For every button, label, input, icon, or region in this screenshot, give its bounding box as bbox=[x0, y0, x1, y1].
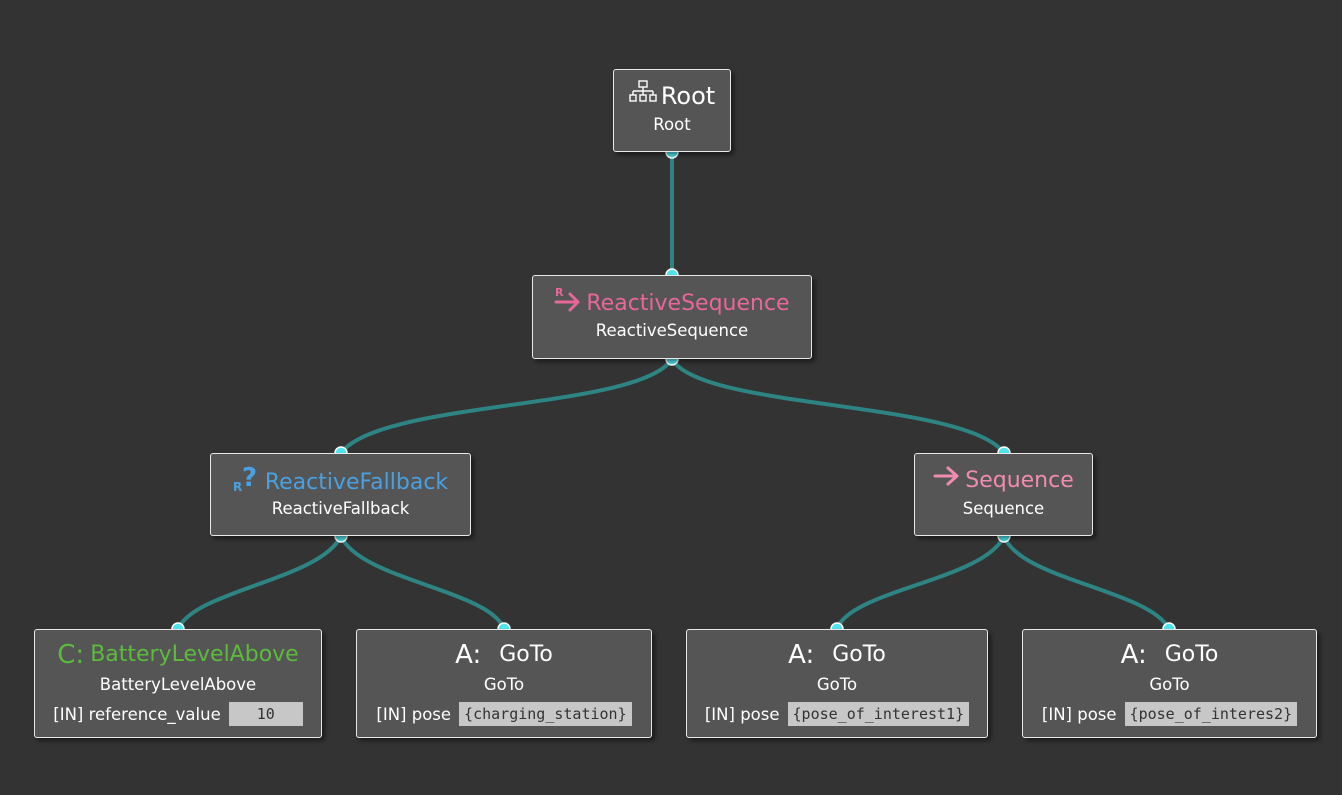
port-value-input[interactable]: {charging_station} bbox=[459, 702, 632, 726]
reactive-sequence-icon: R bbox=[554, 286, 582, 321]
action-prefix: A: bbox=[455, 640, 482, 670]
node-goto-2-subtitle: GoTo bbox=[816, 675, 858, 694]
port-value-input[interactable]: 10 bbox=[228, 702, 303, 726]
edge-reactivefallback-goto1 bbox=[339, 535, 506, 630]
port-value-input[interactable]: {pose_of_interes2} bbox=[1124, 702, 1298, 726]
edge-sequence-goto2 bbox=[835, 535, 1006, 630]
node-reactive-fallback-title-row: ? R ReactiveFallback bbox=[211, 463, 470, 501]
node-sequence[interactable]: Sequence Sequence bbox=[914, 453, 1093, 536]
port-label: [IN] pose bbox=[1041, 704, 1117, 724]
node-goto-1[interactable]: A: GoTo GoTo [IN] pose {charging_station… bbox=[356, 629, 652, 738]
node-goto-2-title-row: A: GoTo bbox=[687, 640, 987, 670]
svg-text:R: R bbox=[233, 480, 242, 492]
node-root-title: Root bbox=[660, 81, 716, 110]
edge-reactivefallback-battery bbox=[176, 535, 343, 630]
node-goto-1-title-row: A: GoTo bbox=[357, 640, 651, 670]
node-goto-2-port-row: [IN] pose {pose_of_interest1} bbox=[687, 702, 987, 726]
node-goto-1-port-row: [IN] pose {charging_station} bbox=[357, 702, 651, 726]
node-reactive-fallback-title: ReactiveFallback bbox=[264, 469, 449, 495]
node-sequence-title-row: Sequence bbox=[915, 464, 1092, 497]
node-goto-3-subtitle: GoTo bbox=[1149, 675, 1190, 694]
port-label: [IN] pose bbox=[376, 704, 452, 724]
node-battery-title: BatteryLevelAbove bbox=[90, 642, 299, 667]
node-root[interactable]: Root Root bbox=[613, 69, 731, 152]
node-goto-2-title: GoTo bbox=[832, 642, 886, 667]
node-reactive-sequence-subtitle: ReactiveSequence bbox=[595, 321, 749, 340]
port-label: [IN] reference_value bbox=[53, 704, 221, 724]
node-goto-3-title: GoTo bbox=[1164, 642, 1219, 667]
edge-reactivesequence-reactivefallback bbox=[339, 357, 674, 455]
node-reactive-sequence[interactable]: R ReactiveSequence ReactiveSequence bbox=[532, 275, 812, 359]
svg-text:R: R bbox=[555, 286, 564, 299]
node-goto-3-port-row: [IN] pose {pose_of_interes2} bbox=[1023, 702, 1316, 726]
node-goto-2[interactable]: A: GoTo GoTo [IN] pose {pose_of_interest… bbox=[686, 629, 988, 738]
node-battery-level-above[interactable]: C: BatteryLevelAbove BatteryLevelAbove [… bbox=[34, 629, 322, 738]
port-label: [IN] pose bbox=[704, 704, 780, 724]
action-prefix: A: bbox=[1120, 640, 1147, 670]
node-root-title-row: Root bbox=[614, 80, 730, 111]
node-sequence-subtitle: Sequence bbox=[962, 499, 1045, 518]
node-root-subtitle: Root bbox=[653, 115, 691, 134]
node-reactive-sequence-title-row: R ReactiveSequence bbox=[533, 286, 811, 321]
node-goto-1-subtitle: GoTo bbox=[483, 675, 525, 694]
tree-icon bbox=[629, 80, 657, 111]
port-value-input[interactable]: {pose_of_interest1} bbox=[787, 702, 970, 726]
arrow-right-icon bbox=[933, 464, 961, 497]
node-battery-title-row: C: BatteryLevelAbove bbox=[35, 640, 321, 670]
edge-reactivesequence-sequence bbox=[670, 357, 1006, 455]
node-goto-1-title: GoTo bbox=[499, 642, 553, 667]
node-reactive-sequence-title: ReactiveSequence bbox=[586, 290, 790, 316]
node-battery-subtitle: BatteryLevelAbove bbox=[99, 675, 257, 694]
node-battery-port-row: [IN] reference_value 10 bbox=[35, 702, 321, 726]
action-prefix: A: bbox=[788, 640, 815, 670]
node-reactive-fallback[interactable]: ? R ReactiveFallback ReactiveFallback bbox=[210, 453, 471, 536]
svg-text:?: ? bbox=[242, 464, 257, 492]
condition-prefix: C: bbox=[57, 640, 85, 670]
node-goto-3[interactable]: A: GoTo GoTo [IN] pose {pose_of_interes2… bbox=[1022, 629, 1317, 738]
node-goto-3-title-row: A: GoTo bbox=[1023, 640, 1316, 670]
edge-sequence-goto3 bbox=[1002, 535, 1171, 631]
node-reactive-fallback-subtitle: ReactiveFallback bbox=[271, 499, 410, 518]
node-sequence-title: Sequence bbox=[965, 467, 1074, 493]
reactive-fallback-icon: ? R bbox=[233, 463, 261, 501]
